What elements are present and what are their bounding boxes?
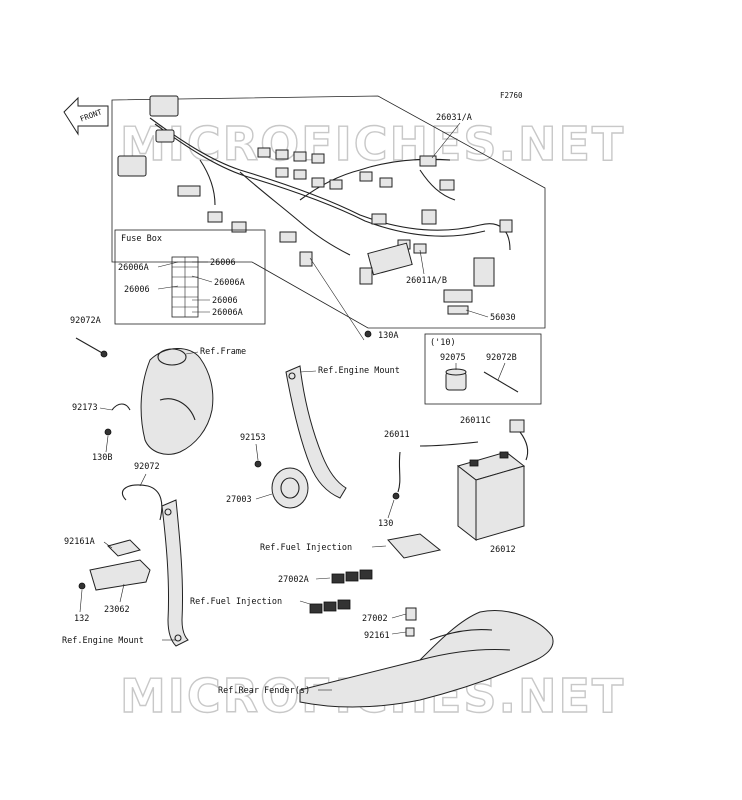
callout-ref-fuel-injection-1: Ref.Fuel Injection xyxy=(260,543,352,553)
callout-132: 132 xyxy=(74,614,89,624)
callout-23062: 23062 xyxy=(104,605,130,615)
callout-56030: 56030 xyxy=(490,313,516,323)
tie-92072a-icon xyxy=(75,337,105,355)
watermark-top: MICROFICHES.NET xyxy=(120,117,625,171)
rear-fender-icon xyxy=(299,610,554,708)
bracket-23062-icon xyxy=(89,559,151,591)
callout-27002: 27002 xyxy=(362,614,388,624)
pad-92161a-icon xyxy=(107,539,141,557)
engine-mount-bracket-icon xyxy=(285,365,347,499)
variant-part-92075: 92075 xyxy=(440,353,466,363)
screw-130a-icon xyxy=(364,330,372,338)
cable-tie-icon xyxy=(483,371,519,393)
callout-26012: 26012 xyxy=(490,545,516,555)
callout-92173: 92173 xyxy=(72,403,98,413)
callout-92153: 92153 xyxy=(240,433,266,443)
callout-ref-fuel-injection-2: Ref.Fuel Injection xyxy=(190,597,282,607)
wiring-harness-icon xyxy=(117,95,513,315)
fuse-box-title: Fuse Box xyxy=(121,234,162,244)
callout-27002a: 27002A xyxy=(278,575,309,585)
relay-27002-icon xyxy=(405,607,417,621)
screw-130-icon xyxy=(392,492,400,500)
callout-92072: 92072 xyxy=(134,462,160,472)
callout-ref-engine-mount-bottom: Ref.Engine Mount xyxy=(62,636,144,646)
callout-ref-frame: Ref.Frame xyxy=(200,347,246,357)
fuse-box: Fuse Box 26006A 26006 26006A 26006 26006… xyxy=(114,229,266,325)
frame-icon xyxy=(140,348,214,455)
callout-26011ab: 26011A/B xyxy=(406,276,447,286)
clamp-92173-icon xyxy=(111,403,131,411)
fuse-label-4: 26006 xyxy=(124,285,150,295)
battery-lead-icon xyxy=(397,441,479,493)
screw-130b-icon xyxy=(104,428,112,436)
screw-92153-icon xyxy=(254,460,262,468)
callout-26011c: 26011C xyxy=(460,416,491,426)
lower-engine-mount-bracket-icon xyxy=(161,499,189,647)
callout-27003: 27003 xyxy=(226,495,252,505)
callout-130b: 130B xyxy=(92,453,112,463)
front-arrow-icon: FRONT xyxy=(63,96,109,136)
variant-part-92072b: 92072B xyxy=(486,353,517,363)
fuel-injection-connector-1-icon xyxy=(387,533,442,559)
sleeve-icon xyxy=(445,368,467,391)
callout-130a: 130A xyxy=(378,331,398,341)
fuse-label-5: 26006 xyxy=(212,296,238,306)
variant-box-10: ('10) 92075 92072B xyxy=(424,333,542,405)
battery-icon xyxy=(456,451,526,542)
callout-92161: 92161 xyxy=(364,631,390,641)
callout-ref-rear-fender: Ref.Rear Fender(s) xyxy=(218,686,310,696)
variant-title: ('10) xyxy=(430,338,456,348)
harness-outline xyxy=(111,95,546,329)
callout-26031: 26031/A xyxy=(436,113,472,123)
callout-ref-engine-mount-top: Ref.Engine Mount xyxy=(318,366,400,376)
horn-icon xyxy=(271,467,309,509)
fuse-label-3: 26006A xyxy=(214,278,245,288)
relay-27002a-icon xyxy=(331,569,373,584)
fuse-label-2: 26006 xyxy=(210,258,236,268)
fuel-injection-connector-2-icon xyxy=(309,599,351,614)
callout-92161a: 92161A xyxy=(64,537,95,547)
connector-26011c-icon xyxy=(509,419,525,433)
callout-92072a: 92072A xyxy=(70,316,101,326)
fuse-label-1: 26006A xyxy=(118,263,149,273)
fuse-label-6: 26006A xyxy=(212,308,243,318)
screw-132-icon xyxy=(78,582,86,590)
figure-code: F2760 xyxy=(500,91,523,100)
pad-92161-icon xyxy=(405,627,415,637)
callout-130: 130 xyxy=(378,519,393,529)
strap-92072-icon xyxy=(121,484,163,521)
callout-26011: 26011 xyxy=(384,430,410,440)
